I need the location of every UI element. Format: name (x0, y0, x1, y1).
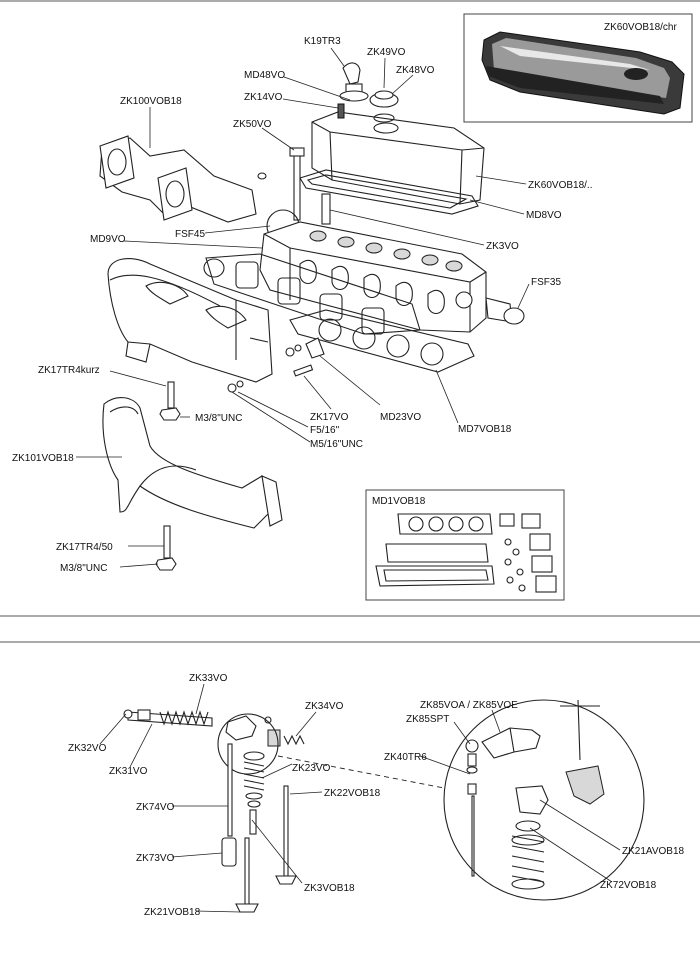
exhaust-valve (275, 785, 297, 885)
pushrod (227, 743, 233, 837)
inlet-manifold (99, 135, 267, 223)
callout-zk3vob18: ZK3VOB18 (304, 883, 355, 894)
callout-zk49vo: ZK49VO (367, 47, 406, 58)
detail-circle-large (443, 699, 645, 901)
callout-k19tr3: K19TR3 (304, 36, 341, 47)
top-callouts: K19TR3 ZK49VO ZK48VO MD48VO ZK14VO ZK100… (12, 36, 592, 574)
callout-md8vo: MD8VO (526, 210, 562, 221)
callout-zk22vob18: ZK22VOB18 (324, 788, 381, 799)
detail-circle-small (217, 713, 279, 775)
callout-zk17tr450: ZK17TR4/50 (56, 542, 113, 553)
rocker-cover (311, 111, 485, 205)
callout-zk33vo: ZK33VO (189, 673, 228, 684)
callout-zk3vo: ZK3VO (486, 241, 519, 252)
callout-fsf45: FSF45 (175, 229, 205, 240)
callout-zk14vo: ZK14VO (244, 92, 283, 103)
callout-zk101vob18: ZK101VOB18 (12, 453, 74, 464)
callout-zk17vo: ZK17VO (310, 412, 349, 423)
callout-zk48vo: ZK48VO (396, 65, 435, 76)
callout-zk85vo: ZK85VOA / ZK85VOE (420, 700, 518, 711)
kit-box-label: MD1VOB18 (372, 496, 426, 507)
callout-m38unc-b: M3/8"UNC (60, 563, 107, 574)
callout-zk40tr6: ZK40TR6 (384, 752, 427, 763)
oil-filler-cap (337, 62, 399, 123)
stud-zk17vo (293, 364, 314, 377)
inset-photo-label: ZK60VOB18/chr (604, 22, 677, 33)
callout-zk100vob18: ZK100VOB18 (120, 96, 182, 107)
inlet-valve (235, 837, 259, 913)
callout-zk34vo: ZK34VO (305, 701, 344, 712)
callout-zk23vo: ZK23VO (292, 763, 331, 774)
callout-zk17tr4kurz: ZK17TR4kurz (38, 365, 100, 376)
gasket-kit-box: MD1VOB18 (365, 489, 565, 601)
callout-zk31vo: ZK31VO (109, 766, 148, 777)
exhaust-manifold (107, 258, 273, 383)
valve-gear-exploded-view: ZK33VO ZK34VO ZK32VO ZK31VO ZK23VO ZK22V… (68, 673, 685, 918)
tappet (221, 837, 237, 867)
callout-zk74vo: ZK74VO (136, 802, 175, 813)
callout-md7vob18: MD7VOB18 (458, 424, 512, 435)
projection-line (277, 755, 445, 789)
callout-fsf35: FSF35 (531, 277, 561, 288)
nut-3-8-a (159, 407, 181, 421)
top-leader-lines (76, 47, 530, 568)
cylinder-head (259, 221, 487, 333)
callout-zk21avob18: ZK21AVOB18 (622, 846, 685, 857)
dowel (321, 193, 331, 225)
callout-zk85spt: ZK85SPT (406, 714, 449, 725)
callout-zk60vob18: ZK60VOB18/.. (528, 180, 592, 191)
callout-zk50vo: ZK50VO (233, 119, 272, 130)
downpipe-stud (163, 525, 171, 559)
head-gasket (289, 309, 475, 373)
valve-spring-stack (243, 751, 265, 835)
cylinder-head-exploded-view: ZK60VOB18/chr (12, 13, 693, 601)
chrome-cover-inset: ZK60VOB18/chr (463, 13, 693, 123)
bottom-callouts: ZK33VO ZK34VO ZK32VO ZK31VO ZK23VO ZK22V… (68, 673, 685, 918)
callout-f516: F5/16" (310, 425, 340, 436)
callout-m516unc: M5/16"UNC (310, 439, 363, 450)
plug-md23vo (305, 337, 325, 359)
rocker-detail (465, 699, 605, 890)
nut-3-8-b (155, 557, 177, 571)
rocker-shaft-assembly (123, 709, 305, 747)
rocker-cover-gasket (299, 169, 479, 215)
callout-zk72vob18: ZK72VOB18 (600, 880, 657, 891)
water-outlet (485, 297, 525, 325)
manifold-gasket (203, 253, 421, 335)
callout-md48vo: MD48VO (244, 70, 285, 81)
exhaust-downpipe (102, 397, 283, 529)
callout-md9vo: MD9VO (90, 234, 126, 245)
callout-md23vo: MD23VO (380, 412, 421, 423)
bottom-leader-lines (99, 683, 621, 913)
washer-5-16 (227, 383, 237, 393)
callout-zk32vo: ZK32VO (68, 743, 107, 754)
callout-zk73vo: ZK73VO (136, 853, 175, 864)
nut-5-16 (236, 380, 244, 388)
callout-m38unc-a: M3/8"UNC (195, 413, 242, 424)
manifold-stud-short (167, 381, 175, 409)
callout-zk21vob18: ZK21VOB18 (144, 907, 201, 918)
